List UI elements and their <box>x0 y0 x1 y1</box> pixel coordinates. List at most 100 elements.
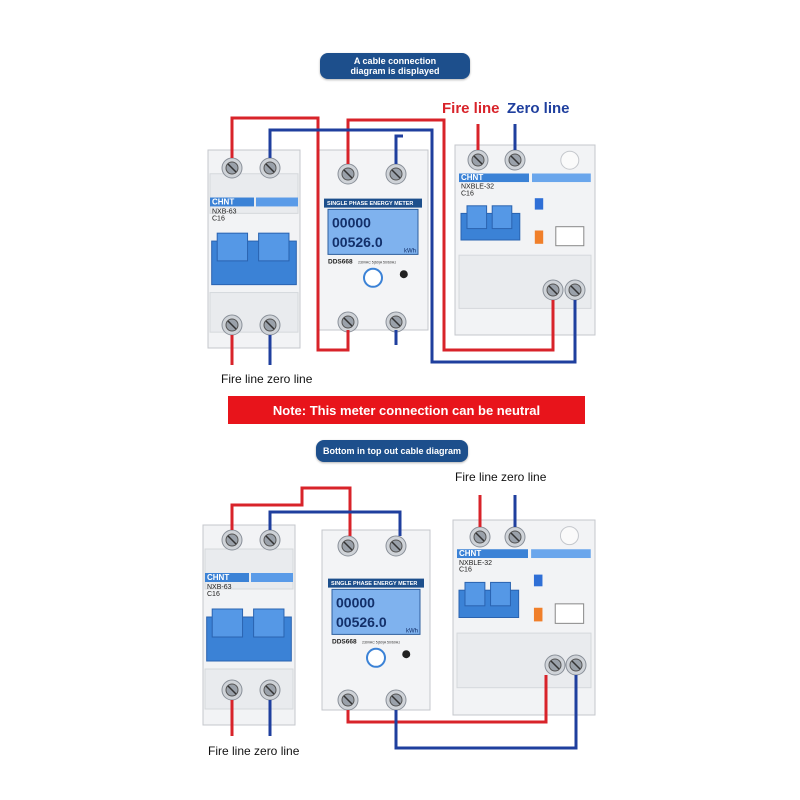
rcbo-qr-code <box>555 226 585 247</box>
screw-slot <box>391 695 401 705</box>
screw-slot <box>265 685 275 695</box>
screw-slot <box>475 532 485 542</box>
breaker-toggle-left <box>216 232 249 262</box>
breaker-rating: C16 <box>212 215 225 222</box>
screw-slot <box>473 155 483 165</box>
meter-led <box>402 650 411 659</box>
screw-slot <box>343 541 353 551</box>
rcbo-rating: C16 <box>461 190 474 197</box>
terminal-screw <box>259 314 281 336</box>
breaker-toggle-left <box>211 608 244 638</box>
energy-meter: SINGLE PHASE ENERGY METER0000000526.0kWh… <box>321 529 431 711</box>
meter-led <box>399 270 408 279</box>
rcbo-cover-circle <box>559 526 579 546</box>
terminal-screw <box>385 163 407 185</box>
screw-slot <box>570 285 580 295</box>
terminal-screw <box>469 526 491 548</box>
screw-slot <box>227 685 237 695</box>
screw-slot <box>343 317 353 327</box>
meter-display-bottom: 00526.0 <box>336 614 387 630</box>
screw-slot <box>510 155 520 165</box>
terminal-screw <box>504 149 526 171</box>
meter-spec: 230VAC 5(60)A 50/60Hz <box>358 260 396 264</box>
breaker-brand-strip <box>210 197 254 207</box>
zero-wire-meter-in <box>394 134 403 164</box>
terminal-screw <box>259 157 281 179</box>
rcbo-test-button <box>533 607 543 622</box>
terminal-screw <box>259 679 281 701</box>
screw-slot <box>510 532 520 542</box>
terminal-screw <box>564 279 586 301</box>
terminal-screw <box>337 163 359 185</box>
fire-wire-bottom-meter-to-rcbo <box>346 675 548 724</box>
screw-slot <box>227 535 237 545</box>
rcbo-toggle-left <box>464 581 486 607</box>
breaker-toggle-right <box>258 232 290 262</box>
rcbo-brand-strip <box>457 549 528 559</box>
meter-display-top: 00000 <box>332 214 371 230</box>
zero-line-label: Zero line <box>507 100 570 117</box>
fire-wire-meter-to-rcbo <box>346 118 555 352</box>
rcbo-qr-code <box>554 603 585 624</box>
breaker-model: NXB-63 <box>207 584 232 591</box>
meter-model: DDS668 <box>328 258 353 265</box>
bottom-left-bottom-label: Fire line zero line <box>208 744 300 758</box>
screw-slot <box>391 541 401 551</box>
terminal-screw <box>467 149 489 171</box>
terminal-screw <box>337 535 359 557</box>
rcbo-toggle-right <box>491 205 513 230</box>
bottom-right-label: Fire line zero line <box>455 470 547 484</box>
rcbo-brand: CHNT <box>459 549 481 558</box>
screw-slot <box>227 320 237 330</box>
terminal-screw <box>385 311 407 333</box>
breaker-brand: CHNT <box>207 573 229 582</box>
rcbo-model: NXBLE-32 <box>461 184 494 191</box>
rcbo-cover-circle <box>560 150 580 170</box>
meter-header-bar <box>328 578 424 588</box>
terminal-screw <box>565 654 587 676</box>
screw-slot <box>343 169 353 179</box>
energy-meter: SINGLE PHASE ENERGY METER 00000 00526.0 kWh… <box>317 149 429 331</box>
breaker-toggle-right <box>253 608 285 638</box>
terminal-screw <box>544 654 566 676</box>
rcbo-brand: CHNT <box>461 173 483 182</box>
rcbo-test-button <box>534 230 544 244</box>
rcbo-rating: C16 <box>459 567 472 574</box>
meter-display-bottom: 00526.0 <box>332 234 383 250</box>
rcbo-test-indicator <box>533 574 543 587</box>
meter-unit: kWh <box>406 629 418 635</box>
meter-lcd <box>331 588 421 635</box>
screw-slot <box>227 163 237 173</box>
meter-header-bar <box>324 198 422 208</box>
rcbo-test-indicator <box>534 198 544 210</box>
rcbo-brand-strip-2 <box>532 173 591 183</box>
bottom-banner: Bottom in top out cable diagram <box>316 440 468 462</box>
breaker-rating: C16 <box>207 591 220 598</box>
screw-slot <box>391 169 401 179</box>
terminal-screw <box>385 689 407 711</box>
meter-display-top: 00000 <box>336 594 375 610</box>
terminal-screw <box>504 526 526 548</box>
rcbo-model: NXBLE-32 <box>459 560 492 567</box>
meter-model: DDS668 <box>332 638 357 645</box>
meter-button <box>366 647 386 668</box>
fire-wire-breaker-to-meter <box>230 116 350 352</box>
breaker-brand: CHNT <box>212 197 234 206</box>
top-banner: A cable connection diagram is displayed <box>320 53 470 79</box>
screw-slot <box>265 320 275 330</box>
breaker-top-terminal-block <box>209 173 299 214</box>
rcbo-brand-strip-2 <box>531 549 591 559</box>
terminal-screw <box>221 679 243 701</box>
top-left-bottom-label: Fire line zero line <box>221 372 313 386</box>
meter-unit: kWh <box>404 249 416 255</box>
meter-header: SINGLE PHASE ENERGY METER <box>327 201 413 207</box>
note-banner: Note: This meter connection can be neutr… <box>228 396 585 424</box>
zero-wire-bottom-meter-to-rcbo <box>394 675 578 750</box>
breaker-brand-strip-2 <box>256 197 298 207</box>
rcbo-toggle-right <box>490 581 511 607</box>
terminal-screw <box>385 535 407 557</box>
